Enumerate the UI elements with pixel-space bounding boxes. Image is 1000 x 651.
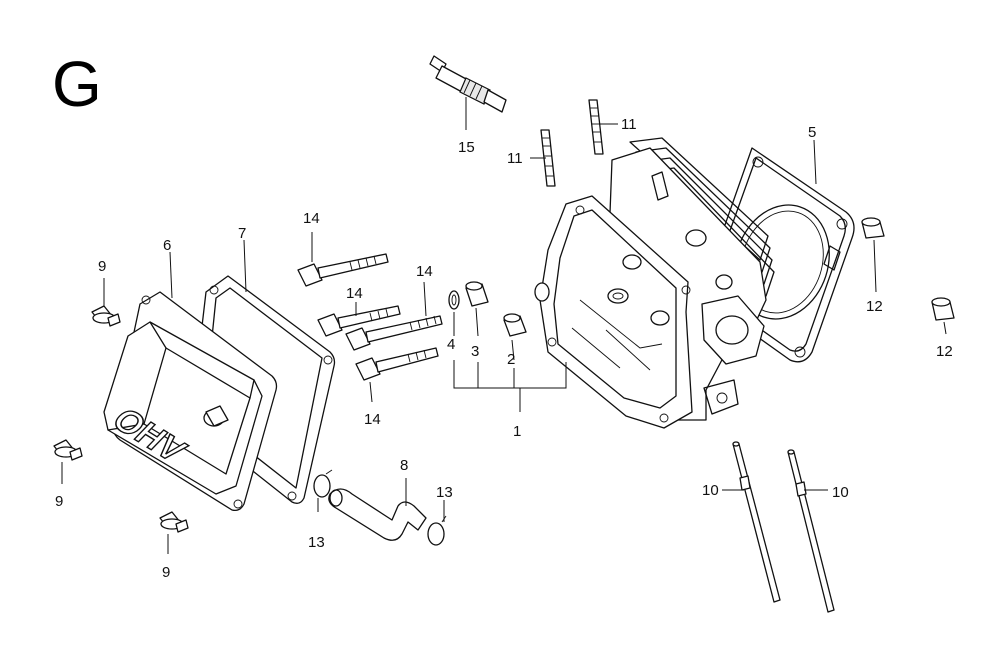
- dowel-pin-a[interactable]: [861, 217, 885, 239]
- bolt-14-bottom[interactable]: [355, 347, 439, 381]
- callout-6: 6: [163, 237, 171, 254]
- callout-1: 1: [513, 423, 521, 440]
- cylinder-head-cover[interactable]: OHV: [103, 291, 278, 512]
- leader-3: [475, 307, 479, 337]
- push-rod-left[interactable]: [732, 441, 781, 603]
- leader-5: [813, 139, 817, 185]
- bolt-14-middle-upper[interactable]: [317, 305, 401, 337]
- leader-6: [169, 251, 173, 299]
- breather-tube[interactable]: [328, 488, 427, 541]
- flange-bolt-9-left[interactable]: [53, 439, 83, 461]
- callout-9-top: 9: [98, 258, 106, 275]
- callout-10-left: 10: [702, 482, 719, 499]
- leader-14-right: [423, 281, 427, 317]
- callout-11-lower: 11: [507, 150, 523, 167]
- callout-9-left: 9: [55, 493, 63, 510]
- section-letter: G: [52, 48, 102, 120]
- valve-guide-seal-2[interactable]: [503, 313, 527, 337]
- stud-bolt-upper[interactable]: [588, 99, 604, 155]
- o-ring-4[interactable]: [448, 290, 460, 310]
- bolt-14-top[interactable]: [297, 253, 389, 287]
- flange-bolt-9-bottom[interactable]: [159, 511, 189, 533]
- callout-11-upper: 11: [621, 116, 637, 133]
- callout-12-a: 12: [866, 298, 883, 315]
- leader-14-bottom: [369, 381, 373, 403]
- dowel-pin-b[interactable]: [931, 297, 955, 321]
- leader-2: [511, 339, 515, 361]
- bracket-1: [453, 360, 567, 389]
- callout-7: 7: [238, 225, 246, 242]
- callout-9-bottom: 9: [162, 564, 170, 581]
- tube-clip-13-left[interactable]: [313, 469, 333, 498]
- callout-14-top: 14: [303, 210, 320, 227]
- callout-14-bottom: 14: [364, 411, 381, 428]
- callout-12-b: 12: [936, 343, 953, 360]
- leader-7: [243, 239, 247, 293]
- callout-2: 2: [507, 351, 515, 368]
- callout-5: 5: [808, 124, 816, 141]
- tube-clip-13-right[interactable]: [427, 515, 447, 546]
- callout-14-mid: 14: [346, 285, 363, 302]
- valve-guide-seal-3[interactable]: [465, 281, 489, 307]
- cylinder-head-assembly[interactable]: [534, 137, 775, 429]
- spark-plug[interactable]: [429, 55, 507, 113]
- callout-13-left: 13: [308, 534, 325, 551]
- flange-bolt-9-top[interactable]: [91, 305, 121, 327]
- leader-12-a: [873, 239, 877, 293]
- push-rod-right[interactable]: [787, 449, 835, 613]
- callout-4: 4: [447, 336, 455, 353]
- callout-3: 3: [471, 343, 479, 360]
- callout-10-right: 10: [832, 484, 849, 501]
- bolt-14-middle-lower[interactable]: [345, 315, 443, 351]
- leader-12-b: [943, 321, 947, 335]
- callout-8: 8: [400, 457, 408, 474]
- callout-13-right: 13: [436, 484, 453, 501]
- callout-14-right: 14: [416, 263, 433, 280]
- callout-15: 15: [458, 139, 475, 156]
- stud-bolt-lower[interactable]: [540, 129, 556, 187]
